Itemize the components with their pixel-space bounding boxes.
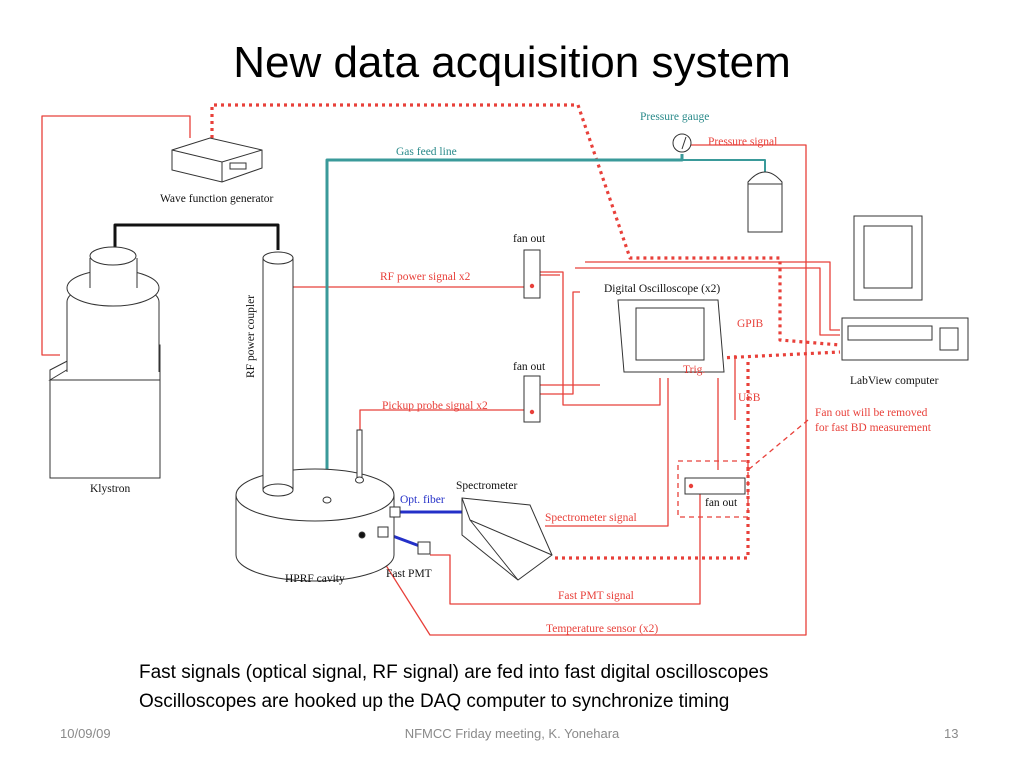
footer-page-number: 13 — [944, 726, 959, 741]
label-fan-out-2: fan out — [513, 361, 546, 373]
label-fast-pmt: Fast PMT — [386, 568, 432, 580]
label-pressure-signal: Pressure signal — [708, 136, 777, 148]
label-klystron: Klystron — [90, 483, 131, 495]
labview-computer — [841, 215, 969, 361]
label-digital-oscilloscope: Digital Oscilloscope (x2) — [604, 283, 720, 295]
label-spectrometer: Spectrometer — [456, 480, 517, 492]
label-pressure-gauge: Pressure gauge — [640, 111, 709, 123]
wave-function-generator — [171, 137, 263, 183]
caption-line-2: Oscilloscopes are hooked up the DAQ comp… — [139, 691, 730, 712]
footer-date: 10/09/09 — [60, 726, 111, 741]
slide-title: New data acquisition system — [233, 38, 791, 87]
footer-center: NFMCC Friday meeting, K. Yonehara — [404, 726, 620, 741]
label-fast-pmt-signal: Fast PMT signal — [558, 590, 634, 602]
label-gas-feed-line: Gas feed line — [396, 146, 457, 158]
label-fan-out-1: fan out — [513, 233, 546, 245]
label-fan-out-note-1: Fan out will be removed — [815, 407, 928, 419]
label-rf-power-signal: RF power signal x2 — [380, 271, 471, 283]
digital-oscilloscope — [617, 299, 725, 373]
caption-line-1: Fast signals (optical signal, RF signal)… — [139, 662, 769, 683]
label-temperature-sensor: Temperature sensor (x2) — [546, 623, 658, 635]
slide-caption: Fast signals (optical signal, RF signal)… — [139, 658, 768, 716]
gas-bottle — [747, 171, 783, 233]
label-spectrometer-signal: Spectrometer signal — [545, 512, 637, 524]
label-opt-fiber: Opt. fiber — [400, 494, 445, 506]
spectrometer — [461, 497, 553, 581]
label-gpib: GPIB — [737, 318, 764, 330]
gpib-bus — [210, 103, 841, 560]
pressure-gauge — [672, 133, 692, 153]
label-hprf-cavity: HPRF cavity — [285, 573, 345, 585]
hprf-cavity — [235, 251, 431, 582]
fan-out-pickup-box — [523, 375, 541, 423]
label-trig: Trig. — [683, 364, 705, 376]
label-fan-out-note-2: for fast BD measurement — [815, 422, 932, 434]
label-labview-computer: LabView computer — [850, 375, 939, 387]
label-pickup-probe-signal: Pickup probe signal x2 — [382, 400, 488, 412]
waveguide-cable — [113, 223, 280, 250]
label-usb: USB — [738, 392, 761, 404]
fan-out-rf-box — [523, 249, 541, 299]
label-rf-power-coupler: RF power coupler — [245, 295, 257, 378]
fan-out-trig-box — [684, 477, 746, 495]
label-fan-out-3: fan out — [705, 497, 738, 509]
klystron — [48, 246, 161, 479]
label-wave-function-generator: Wave function generator — [160, 193, 274, 205]
